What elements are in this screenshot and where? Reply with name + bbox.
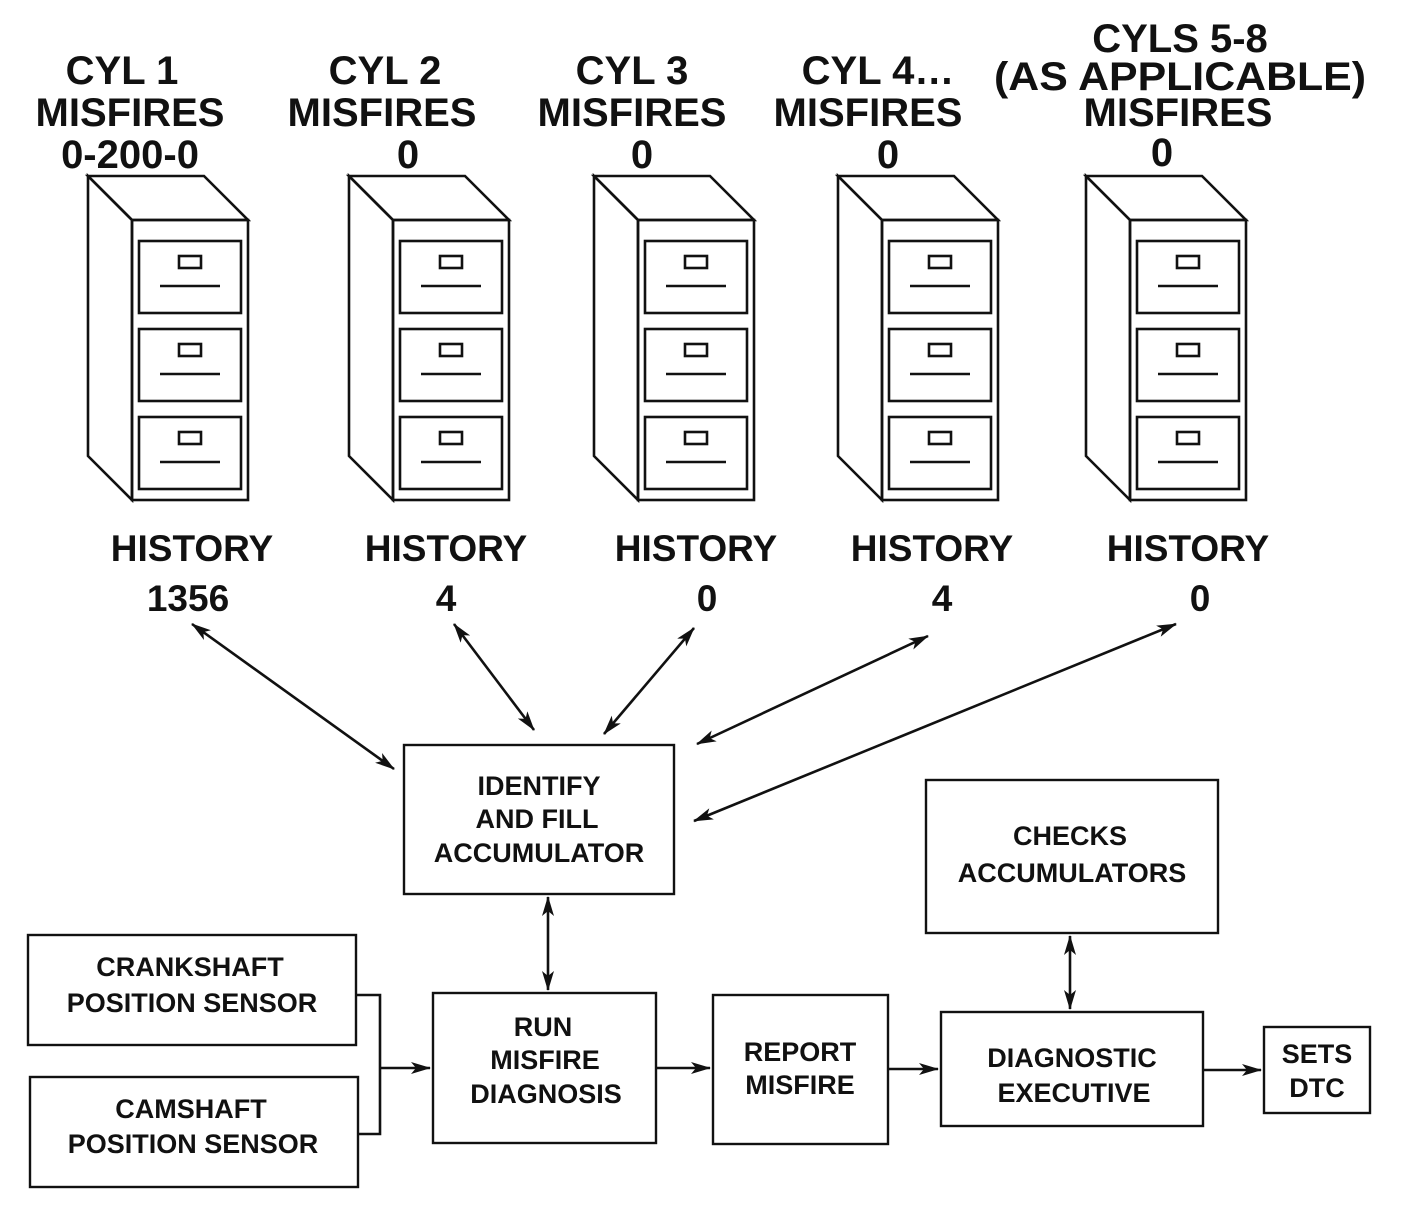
checks-line2: ACCUMULATORS xyxy=(958,858,1187,888)
dtc-line1: SETS xyxy=(1282,1039,1353,1069)
cyls58-history-value: 0 xyxy=(1190,578,1211,619)
cyl2-misfires-count: 0 xyxy=(397,133,419,177)
diagnostic-executive-box: DIAGNOSTIC EXECUTIVE xyxy=(939,1010,1205,1128)
run-misfire-diagnosis-box: RUN MISFIRE DIAGNOSIS xyxy=(431,991,658,1145)
cyl3-history-value: 0 xyxy=(697,578,718,619)
cyls58-misfires-label: MISFIRES xyxy=(1084,91,1273,135)
cyl2-misfires-label: MISFIRES xyxy=(288,91,477,135)
run-line3: DIAGNOSIS xyxy=(470,1079,622,1109)
cyl2-history-value: 4 xyxy=(436,578,457,619)
arrow-history2-accumulator xyxy=(452,623,536,731)
cyls58-as-applicable: (AS APPLICABLE) xyxy=(994,55,1366,99)
cyl3-history-label: HISTORY xyxy=(615,528,778,569)
identify-line3: ACCUMULATOR xyxy=(434,838,644,868)
executive-line1: DIAGNOSTIC xyxy=(987,1043,1157,1073)
cyl1-history-label: HISTORY xyxy=(111,528,274,569)
filing-cabinet-icon xyxy=(345,172,513,504)
report-misfire-box: REPORT MISFIRE xyxy=(711,993,890,1146)
crankshaft-line1: CRANKSHAFT xyxy=(96,952,284,982)
filing-cabinet-icon xyxy=(590,172,758,504)
arrow-history58-accumulator xyxy=(693,622,1177,823)
filing-cabinet-icon xyxy=(84,172,252,504)
identify-line1: IDENTIFY xyxy=(477,771,600,801)
checks-line1: CHECKS xyxy=(1013,821,1127,851)
arrow-history3-accumulator xyxy=(603,627,695,735)
camshaft-line1: CAMSHAFT xyxy=(115,1094,267,1124)
filing-cabinet-icon xyxy=(1082,172,1250,504)
checks-accumulators-box: CHECKS ACCUMULATORS xyxy=(924,778,1220,935)
cyl1-history-value: 1356 xyxy=(147,578,229,619)
sets-dtc-box: SETS DTC xyxy=(1262,1025,1372,1115)
camshaft-sensor-box: CAMSHAFT POSITION SENSOR xyxy=(28,1075,360,1189)
crankshaft-sensor-box: CRANKSHAFT POSITION SENSOR xyxy=(26,933,358,1047)
cyl2-history-label: HISTORY xyxy=(365,528,528,569)
cyl1-misfires-count: 0-200-0 xyxy=(61,133,199,177)
identify-line2: AND FILL xyxy=(476,804,599,834)
cyl4-misfires-count: 0 xyxy=(877,133,899,177)
cyls58-misfires-count: 0 xyxy=(1151,131,1173,175)
cyl4-title: CYL 4… xyxy=(802,49,955,93)
crankshaft-line2: POSITION SENSOR xyxy=(67,988,318,1018)
report-line1: REPORT xyxy=(744,1037,857,1067)
run-line2: MISFIRE xyxy=(490,1045,600,1075)
arrow-history1-accumulator xyxy=(191,622,395,771)
report-line2: MISFIRE xyxy=(745,1070,855,1100)
camshaft-line2: POSITION SENSOR xyxy=(68,1129,319,1159)
arrow-history4-accumulator xyxy=(696,634,929,746)
cyl3-title: CYL 3 xyxy=(576,49,689,93)
dtc-line2: DTC xyxy=(1289,1073,1345,1103)
cyl3-misfires-label: MISFIRES xyxy=(538,91,727,135)
cyl4-misfires-label: MISFIRES xyxy=(774,91,963,135)
run-line1: RUN xyxy=(514,1012,573,1042)
identify-fill-accumulator-box: IDENTIFY AND FILL ACCUMULATOR xyxy=(402,743,676,896)
sensor-merge-bracket xyxy=(356,993,382,1136)
cyl4-history-label: HISTORY xyxy=(851,528,1014,569)
cyls58-history-label: HISTORY xyxy=(1107,528,1270,569)
cyl4-history-value: 4 xyxy=(932,578,953,619)
filing-cabinet-icon xyxy=(834,172,1002,504)
cyl1-title: CYL 1 xyxy=(66,49,179,93)
cyls58-title: CYLS 5-8 xyxy=(1092,17,1268,61)
cyl3-misfires-count: 0 xyxy=(631,133,653,177)
executive-line2: EXECUTIVE xyxy=(997,1078,1150,1108)
cyl1-misfires-label: MISFIRES xyxy=(36,91,225,135)
cyl2-title: CYL 2 xyxy=(329,49,442,93)
